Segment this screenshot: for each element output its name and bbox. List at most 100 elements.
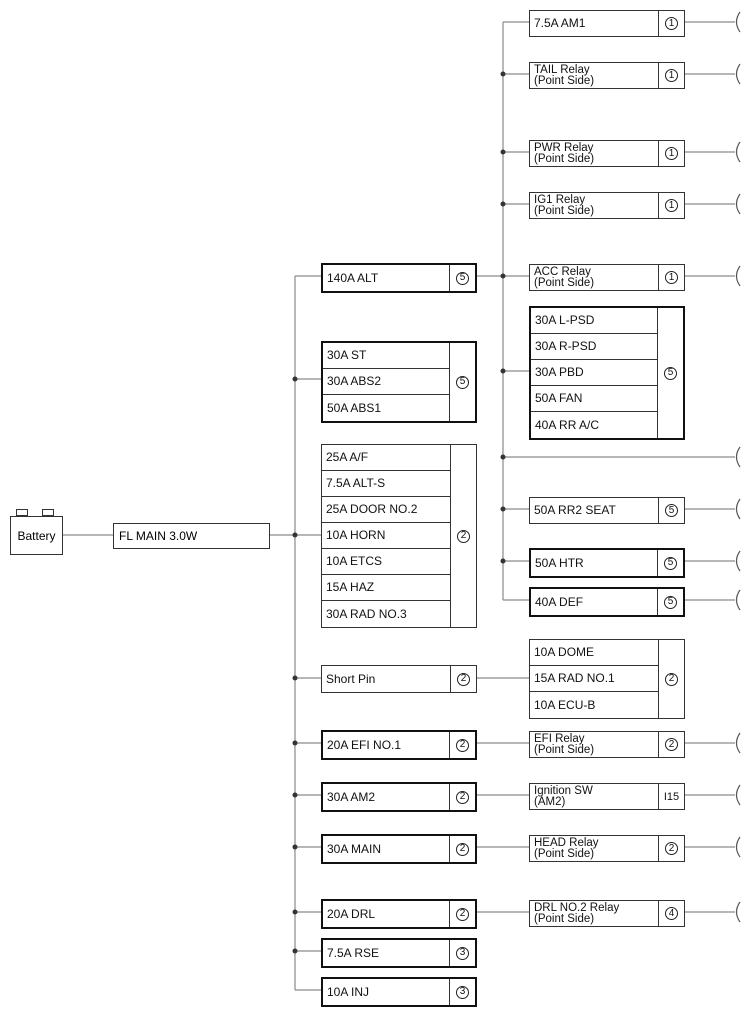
fuse-block-main: 30A MAIN 2 [321,834,477,864]
fuse-label: 7.5A RSE [327,945,380,960]
fuse-block-af-group: 25A A/F 7.5A ALT-S 25A DOOR NO.2 10A HORN 10… [321,444,477,628]
connector-cell: I15 [658,784,684,809]
continuation-marks [735,11,741,923]
fuse-label-row: 7.5A ALT-S [322,471,450,497]
fuse-label-row: 30A MAIN [323,836,449,862]
connector-number-icon: 3 [456,985,469,999]
battery: Battery [10,516,63,555]
fuse-label: 10A ECU-B [534,697,596,712]
fuse-label-row: 30A L-PSD [531,308,657,334]
connector-number-icon: 2 [457,672,470,686]
connector-number-icon: 2 [456,790,469,804]
fuse-label: 30A ABS2 [327,374,382,388]
connector-cell: 4 [658,901,684,926]
connector-number-icon: 1 [665,271,678,284]
connector-cell: 1 [658,193,684,218]
main-fuse-label: FL MAIN 3.0W [119,529,198,543]
fuse-block-short-pin: Short Pin 2 [321,665,477,693]
fuse-label-row: 40A DEF [531,589,657,615]
fuse-label-row: 30A RAD NO.3 [322,601,450,627]
battery-label: Battery [17,528,56,543]
fuse-label-row: 30A ST [323,343,449,369]
fuse-block-inj: 10A INJ 3 [321,977,477,1007]
connector-number-icon: 5 [664,366,677,380]
fuse-label-row: 50A HTR [531,550,657,576]
connector-cell: 2 [449,732,475,758]
fuse-label: 50A RR2 SEAT [534,503,616,517]
fuse-label-row: 30A R-PSD [531,334,657,360]
fuse-block-drl2-relay: DRL NO.2 Relay (Point Side)4 [529,900,685,927]
fuse-label: PWR Relay (Point Side) [534,141,595,165]
connector-number-icon: 1 [665,199,678,212]
connector-number-icon: 5 [665,504,678,517]
fuse-block-efi-relay: EFI Relay (Point Side)2 [529,731,685,758]
fuse-label-row: Ignition SW (AM2) [530,784,658,809]
fuse-label: Short Pin [326,671,376,686]
fuse-label-row: 25A A/F [322,445,450,471]
connector-cell: 2 [449,836,475,862]
fuse-label-row: 30A ABS2 [323,369,449,395]
fuse-label: 10A HORN [326,528,386,542]
fuse-block-ig1-relay: IG1 Relay (Point Side) 1 [529,192,685,219]
connector-cell: 2 [449,784,475,810]
fuse-label: 30A AM2 [327,789,376,804]
fuse-label-row: 15A HAZ [322,575,450,601]
connector-number-icon: 2 [456,842,469,856]
connector-cell: 5 [657,589,683,615]
battery-terminal-right [42,509,54,516]
fuse-label: 10A DOME [534,645,595,659]
fuse-label-row: 7.5A AM1 [530,11,658,36]
fuse-label-row: PWR Relay (Point Side) [530,141,658,166]
connector-number-icon: 1 [665,69,678,82]
fuse-block-alt: 140A ALT 5 [321,263,477,293]
connector-number-icon: 2 [457,529,470,543]
connector-number-icon: 3 [456,946,469,960]
fuse-label: 30A PBD [535,365,584,379]
fuse-label-row: 15A RAD NO.1 [530,666,658,692]
fuse-label: 20A DRL [327,906,376,921]
fuse-label: 30A ST [327,348,367,362]
fuse-label-row: 10A INJ [323,979,449,1005]
junction-dots [292,71,506,954]
fuse-label: TAIL Relay (Point Side) [534,63,595,87]
fuse-label: IG1 Relay (Point Side) [534,193,595,217]
fuse-label: 7.5A ALT-S [326,476,386,490]
fuse-label: 30A R-PSD [535,339,597,353]
fuse-block-am1: 7.5A AM1 1 [529,10,685,37]
fuse-label-row: 50A ABS1 [323,395,449,421]
connector-number-icon: 5 [456,271,469,285]
fuse-block-acc-relay: ACC Relay (Point Side) 1 [529,264,685,291]
fuse-label: 30A MAIN [327,841,382,856]
fuse-label: ACC Relay (Point Side) [534,265,595,289]
fuse-label: 10A INJ [327,984,370,999]
fuse-label-row: HEAD Relay (Point Side) [530,836,658,861]
connector-number-icon: 5 [456,375,469,389]
connector-number-icon: 1 [665,17,678,30]
fuse-label-row: Short Pin [322,666,450,692]
fuse-label-row: 25A DOOR NO.2 [322,497,450,523]
fuse-label: 10A ETCS [326,554,383,568]
fuse-label: 30A L-PSD [535,313,595,327]
connector-cell: 1 [658,63,684,88]
connector-cell: 3 [449,940,475,966]
fuse-block-tail-relay: TAIL Relay (Point Side) 1 [529,62,685,89]
fuse-label-row: DRL NO.2 Relay (Point Side) [530,901,658,926]
main-fusible-link: FL MAIN 3.0W [113,523,270,549]
fuse-label-row: 10A ECU-B [530,692,658,718]
connector-number-icon: 1 [665,147,678,160]
connector-cell: 5 [657,550,683,576]
fuse-label-row: 140A ALT [323,265,449,291]
connector-cell: 2 [658,732,684,757]
fuse-label-row: 10A ETCS [322,549,450,575]
connector-cell: 5 [658,498,684,523]
fuse-label-row: ACC Relay (Point Side) [530,265,658,290]
fuse-label: 15A HAZ [326,580,375,594]
fuse-label-row: 10A HORN [322,523,450,549]
fuse-block-st-group: 30A ST 30A ABS2 50A ABS1 5 [321,341,477,423]
fuse-label: 25A A/F [326,450,369,464]
